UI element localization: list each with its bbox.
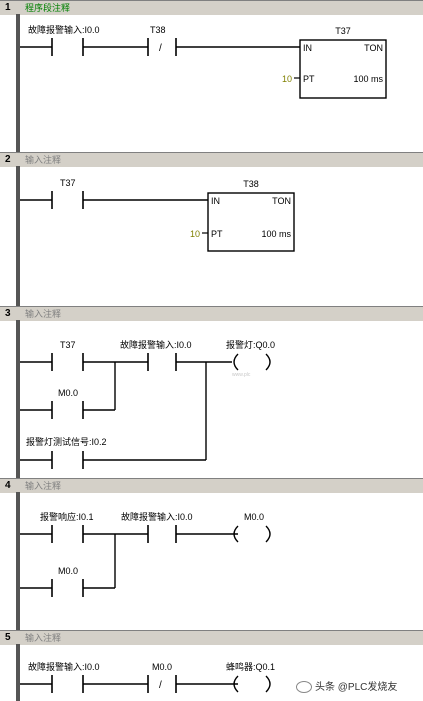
left-power-rail xyxy=(16,492,20,630)
timer-preset-value[interactable]: 10 xyxy=(190,229,200,239)
network-header[interactable]: 4 输入注释 xyxy=(0,478,423,494)
timer-title[interactable]: T37 xyxy=(335,26,351,36)
timer-in-pin: IN xyxy=(303,43,312,53)
ladder-rung: T37 故障报警输入:I0.0 报警灯:Q0.0 M0.0 报警灯测试信号:I0… xyxy=(20,339,275,469)
timer-in-pin: IN xyxy=(211,196,220,206)
timer-box[interactable]: T38 IN TON PT 100 ms xyxy=(207,179,295,252)
timer-title[interactable]: T38 xyxy=(243,179,259,189)
network-comment[interactable]: 输入注释 xyxy=(25,155,62,165)
timer-type: TON xyxy=(364,43,383,53)
ladder-rung: 故障报警输入:I0.0 / M0.0 蜂鸣器:Q0.1 xyxy=(20,661,275,693)
normally-open-contact[interactable] xyxy=(51,675,84,693)
faint-watermark: www.plc xyxy=(232,372,251,378)
contact-label[interactable]: M0.0 xyxy=(58,388,78,398)
contact-label[interactable]: 故障报警输入:I0.0 xyxy=(121,511,193,522)
normally-open-contact[interactable] xyxy=(51,525,84,543)
left-power-rail xyxy=(16,320,20,478)
timer-box[interactable]: T37 IN TON PT 100 ms xyxy=(299,26,387,99)
timer-unit: 100 ms xyxy=(261,229,291,239)
contact-label[interactable]: M0.0 xyxy=(58,566,78,576)
network-2: 2 输入注释 T37 T38 IN TON PT 100 ms 10 xyxy=(0,152,423,306)
output-coil[interactable] xyxy=(233,675,271,693)
contact-type-glyph: / xyxy=(159,43,162,54)
contact-label[interactable]: 故障报警输入:I0.0 xyxy=(120,339,192,350)
network-comment[interactable]: 输入注释 xyxy=(25,309,62,319)
left-power-rail xyxy=(16,14,20,152)
output-coil[interactable] xyxy=(233,353,271,371)
network-header[interactable]: 2 输入注释 xyxy=(0,152,423,168)
network-number: 3 xyxy=(5,308,11,319)
watermark: 头条 @PLC发烧友 xyxy=(296,678,398,694)
timer-unit: 100 ms xyxy=(353,74,383,84)
network-number: 5 xyxy=(5,632,11,643)
coil-label[interactable]: M0.0 xyxy=(244,512,264,522)
left-power-rail xyxy=(16,644,20,701)
timer-pt-pin: PT xyxy=(303,74,315,84)
ladder-rung: 故障报警输入:I0.0 / T38 T37 IN TON PT 100 ms 1… xyxy=(20,24,387,99)
contact-label[interactable]: 报警灯测试信号:I0.2 xyxy=(26,436,107,447)
contact-label[interactable]: M0.0 xyxy=(152,662,172,672)
network-number: 4 xyxy=(5,480,11,491)
contact-label[interactable]: 报警响应:I0.1 xyxy=(40,511,94,522)
network-4: 4 输入注释 报警响应:I0.1 故障报警输入:I0.0 M0.0 M0.0 xyxy=(0,478,423,630)
contact-label[interactable]: T37 xyxy=(60,340,76,350)
timer-type: TON xyxy=(272,196,291,206)
contact-label[interactable]: T38 xyxy=(150,25,166,35)
contact-type-glyph: / xyxy=(159,680,162,691)
normally-closed-contact[interactable] xyxy=(147,38,177,56)
network-comment[interactable]: 输入注释 xyxy=(25,633,62,643)
contact-label[interactable]: 故障报警输入:I0.0 xyxy=(28,24,100,35)
ladder-rung: T37 T38 IN TON PT 100 ms 10 xyxy=(20,178,295,252)
network-1: 1 程序段注释 故障报警输入:I0.0 / T38 T37 IN TON P xyxy=(0,0,423,152)
watermark-text: 头条 @PLC发烧友 xyxy=(315,682,398,693)
output-coil[interactable] xyxy=(233,525,271,543)
network-header[interactable]: 5 输入注释 xyxy=(0,630,423,646)
network-comment[interactable]: 输入注释 xyxy=(25,481,62,491)
network-header[interactable]: 3 输入注释 xyxy=(0,306,423,322)
normally-open-contact[interactable] xyxy=(51,401,84,419)
normally-open-contact[interactable] xyxy=(51,353,84,371)
network-comment[interactable]: 程序段注释 xyxy=(25,3,71,13)
network-number: 2 xyxy=(5,154,11,165)
network-number: 1 xyxy=(5,2,11,13)
coil-label[interactable]: 报警灯:Q0.0 xyxy=(226,339,275,350)
watermark-icon xyxy=(296,681,312,694)
ladder-rung: 报警响应:I0.1 故障报警输入:I0.0 M0.0 M0.0 xyxy=(20,511,271,597)
coil-label[interactable]: 蜂鸣器:Q0.1 xyxy=(226,661,275,672)
normally-open-contact[interactable] xyxy=(51,38,84,56)
left-power-rail xyxy=(16,166,20,306)
timer-preset-value[interactable]: 10 xyxy=(282,74,292,84)
contact-label[interactable]: 故障报警输入:I0.0 xyxy=(28,661,100,672)
normally-open-contact[interactable] xyxy=(51,451,84,469)
normally-open-contact[interactable] xyxy=(147,525,177,543)
network-3: 3 输入注释 T37 故障报警输入:I0.0 xyxy=(0,306,423,478)
contact-label[interactable]: T37 xyxy=(60,178,76,188)
normally-open-contact[interactable] xyxy=(51,579,84,597)
normally-closed-contact[interactable] xyxy=(147,675,177,693)
timer-pt-pin: PT xyxy=(211,229,223,239)
network-header[interactable]: 1 程序段注释 xyxy=(0,0,423,16)
normally-open-contact[interactable] xyxy=(51,191,84,209)
network-5: 5 输入注释 故障报警输入:I0.0 / M0.0 蜂鸣器:Q0.1 xyxy=(0,630,423,701)
normally-open-contact[interactable] xyxy=(147,353,177,371)
